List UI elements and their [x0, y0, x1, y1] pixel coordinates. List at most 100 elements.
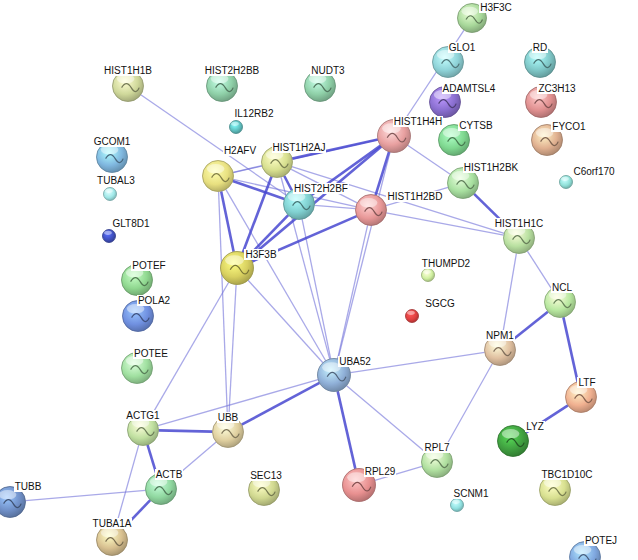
- interaction-edge: [233, 181, 285, 199]
- interaction-edge: [338, 391, 356, 469]
- protein-label: RD: [532, 42, 548, 53]
- protein-node: HIST1H2BK: [447, 167, 479, 199]
- protein-node: TBC1D10C: [539, 474, 571, 506]
- protein-node: HIST2H2BF: [283, 188, 315, 220]
- protein-label: GLT8D1: [111, 218, 150, 229]
- protein-node: HIST1H1C: [503, 222, 535, 254]
- structure-glyph: [554, 300, 572, 308]
- node-circle: [103, 230, 116, 243]
- protein-node: RD: [524, 46, 556, 78]
- structure-glyph: [466, 16, 483, 24]
- structure-glyph: [442, 60, 460, 68]
- interaction-edge: [338, 225, 368, 359]
- protein-label: NCL: [551, 282, 573, 293]
- structure-glyph: [131, 366, 149, 374]
- protein-label: SCNM1: [452, 488, 489, 499]
- protein-label: LTF: [577, 377, 596, 388]
- protein-node: TUBA1A: [96, 524, 128, 556]
- protein-label: UBA52: [338, 356, 372, 367]
- protein-node: HIST1H1B: [112, 70, 144, 102]
- interaction-edge: [302, 219, 331, 359]
- protein-node: ZC3H13: [525, 86, 557, 118]
- interaction-edge: [386, 187, 448, 205]
- interaction-edge: [141, 95, 286, 195]
- protein-label: HIST1H2BK: [463, 162, 519, 173]
- protein-node: POTEE: [121, 352, 153, 384]
- structure-glyph: [448, 138, 466, 146]
- structure-glyph: [549, 488, 567, 496]
- structure-glyph: [222, 430, 240, 438]
- protein-node: HIST1H4H: [377, 119, 411, 153]
- protein-node: RPL7: [421, 446, 453, 478]
- structure-glyph: [4, 500, 22, 508]
- node-circle: [560, 176, 573, 189]
- interaction-edge: [563, 317, 577, 382]
- structure-glyph: [216, 84, 234, 92]
- protein-label: TUBB: [14, 481, 43, 492]
- protein-label: H3F3C: [479, 2, 513, 13]
- protein-node: POLA2: [122, 300, 154, 332]
- structure-glyph: [137, 428, 155, 436]
- node-circle: [356, 195, 387, 226]
- structure-glyph: [271, 160, 289, 168]
- node-sphere: [355, 194, 387, 226]
- interaction-edge: [25, 490, 145, 500]
- node-gloss: [101, 528, 119, 538]
- protein-label: SEC13: [249, 470, 283, 481]
- node-gloss: [105, 189, 113, 193]
- node-sphere: [96, 524, 128, 556]
- structure-glyph: [365, 208, 383, 216]
- structure-glyph: [230, 265, 249, 274]
- node-sphere: [102, 229, 116, 243]
- protein-label: NPM1: [485, 330, 515, 341]
- protein-label: TUBAL3: [96, 175, 136, 186]
- protein-node: UBB: [212, 416, 244, 448]
- protein-label: H3F3B: [244, 249, 277, 260]
- structure-glyph: [579, 555, 597, 560]
- interaction-edge: [347, 386, 426, 452]
- structure-glyph: [513, 236, 531, 244]
- interaction-edge: [314, 205, 355, 208]
- protein-label: HIST1H2BD: [386, 191, 443, 202]
- protein-label: FYCO1: [551, 121, 586, 132]
- structure-glyph: [535, 100, 553, 108]
- protein-label: HIST1H2AJ: [272, 142, 327, 153]
- structure-glyph: [106, 538, 124, 546]
- structure-glyph: [457, 181, 475, 189]
- protein-label: IL12RB2: [234, 108, 275, 119]
- protein-node: SCNM1: [450, 498, 464, 512]
- structure-glyph: [122, 84, 140, 92]
- structure-glyph: [507, 439, 525, 447]
- protein-label: POTEF: [131, 260, 166, 271]
- node-sphere: [405, 309, 419, 323]
- node-sphere: [450, 498, 464, 512]
- protein-node: POTEJ: [569, 541, 601, 560]
- protein-label: TUBA1A: [92, 518, 133, 529]
- node-gloss: [407, 311, 415, 315]
- node-gloss: [225, 255, 244, 265]
- structure-glyph: [106, 155, 124, 163]
- protein-label: HIST2H2BB: [204, 65, 260, 76]
- interaction-edge: [292, 167, 504, 234]
- protein-node: SGCG: [405, 309, 419, 323]
- node-gloss: [574, 545, 592, 555]
- protein-label: HIST1H4H: [393, 116, 443, 127]
- protein-label: TBC1D10C: [540, 469, 593, 480]
- protein-node: GLO1: [432, 46, 464, 78]
- protein-node: HIST1H2BD: [355, 194, 387, 226]
- node-sphere: [103, 187, 117, 201]
- protein-label: ACTB: [155, 469, 184, 480]
- node-circle: [498, 426, 529, 457]
- structure-glyph: [132, 314, 150, 322]
- protein-node: TUBB: [0, 486, 26, 518]
- protein-node: ACTG1: [127, 414, 159, 446]
- structure-glyph: [314, 84, 332, 92]
- protein-node: GCOM1: [96, 141, 128, 173]
- structure-glyph: [212, 174, 230, 182]
- structure-glyph: [431, 460, 449, 468]
- protein-label: CYTSB: [458, 120, 493, 131]
- node-gloss: [462, 7, 479, 16]
- node-circle: [422, 269, 435, 282]
- node-gloss: [452, 500, 460, 504]
- protein-node: RPL29: [342, 468, 376, 502]
